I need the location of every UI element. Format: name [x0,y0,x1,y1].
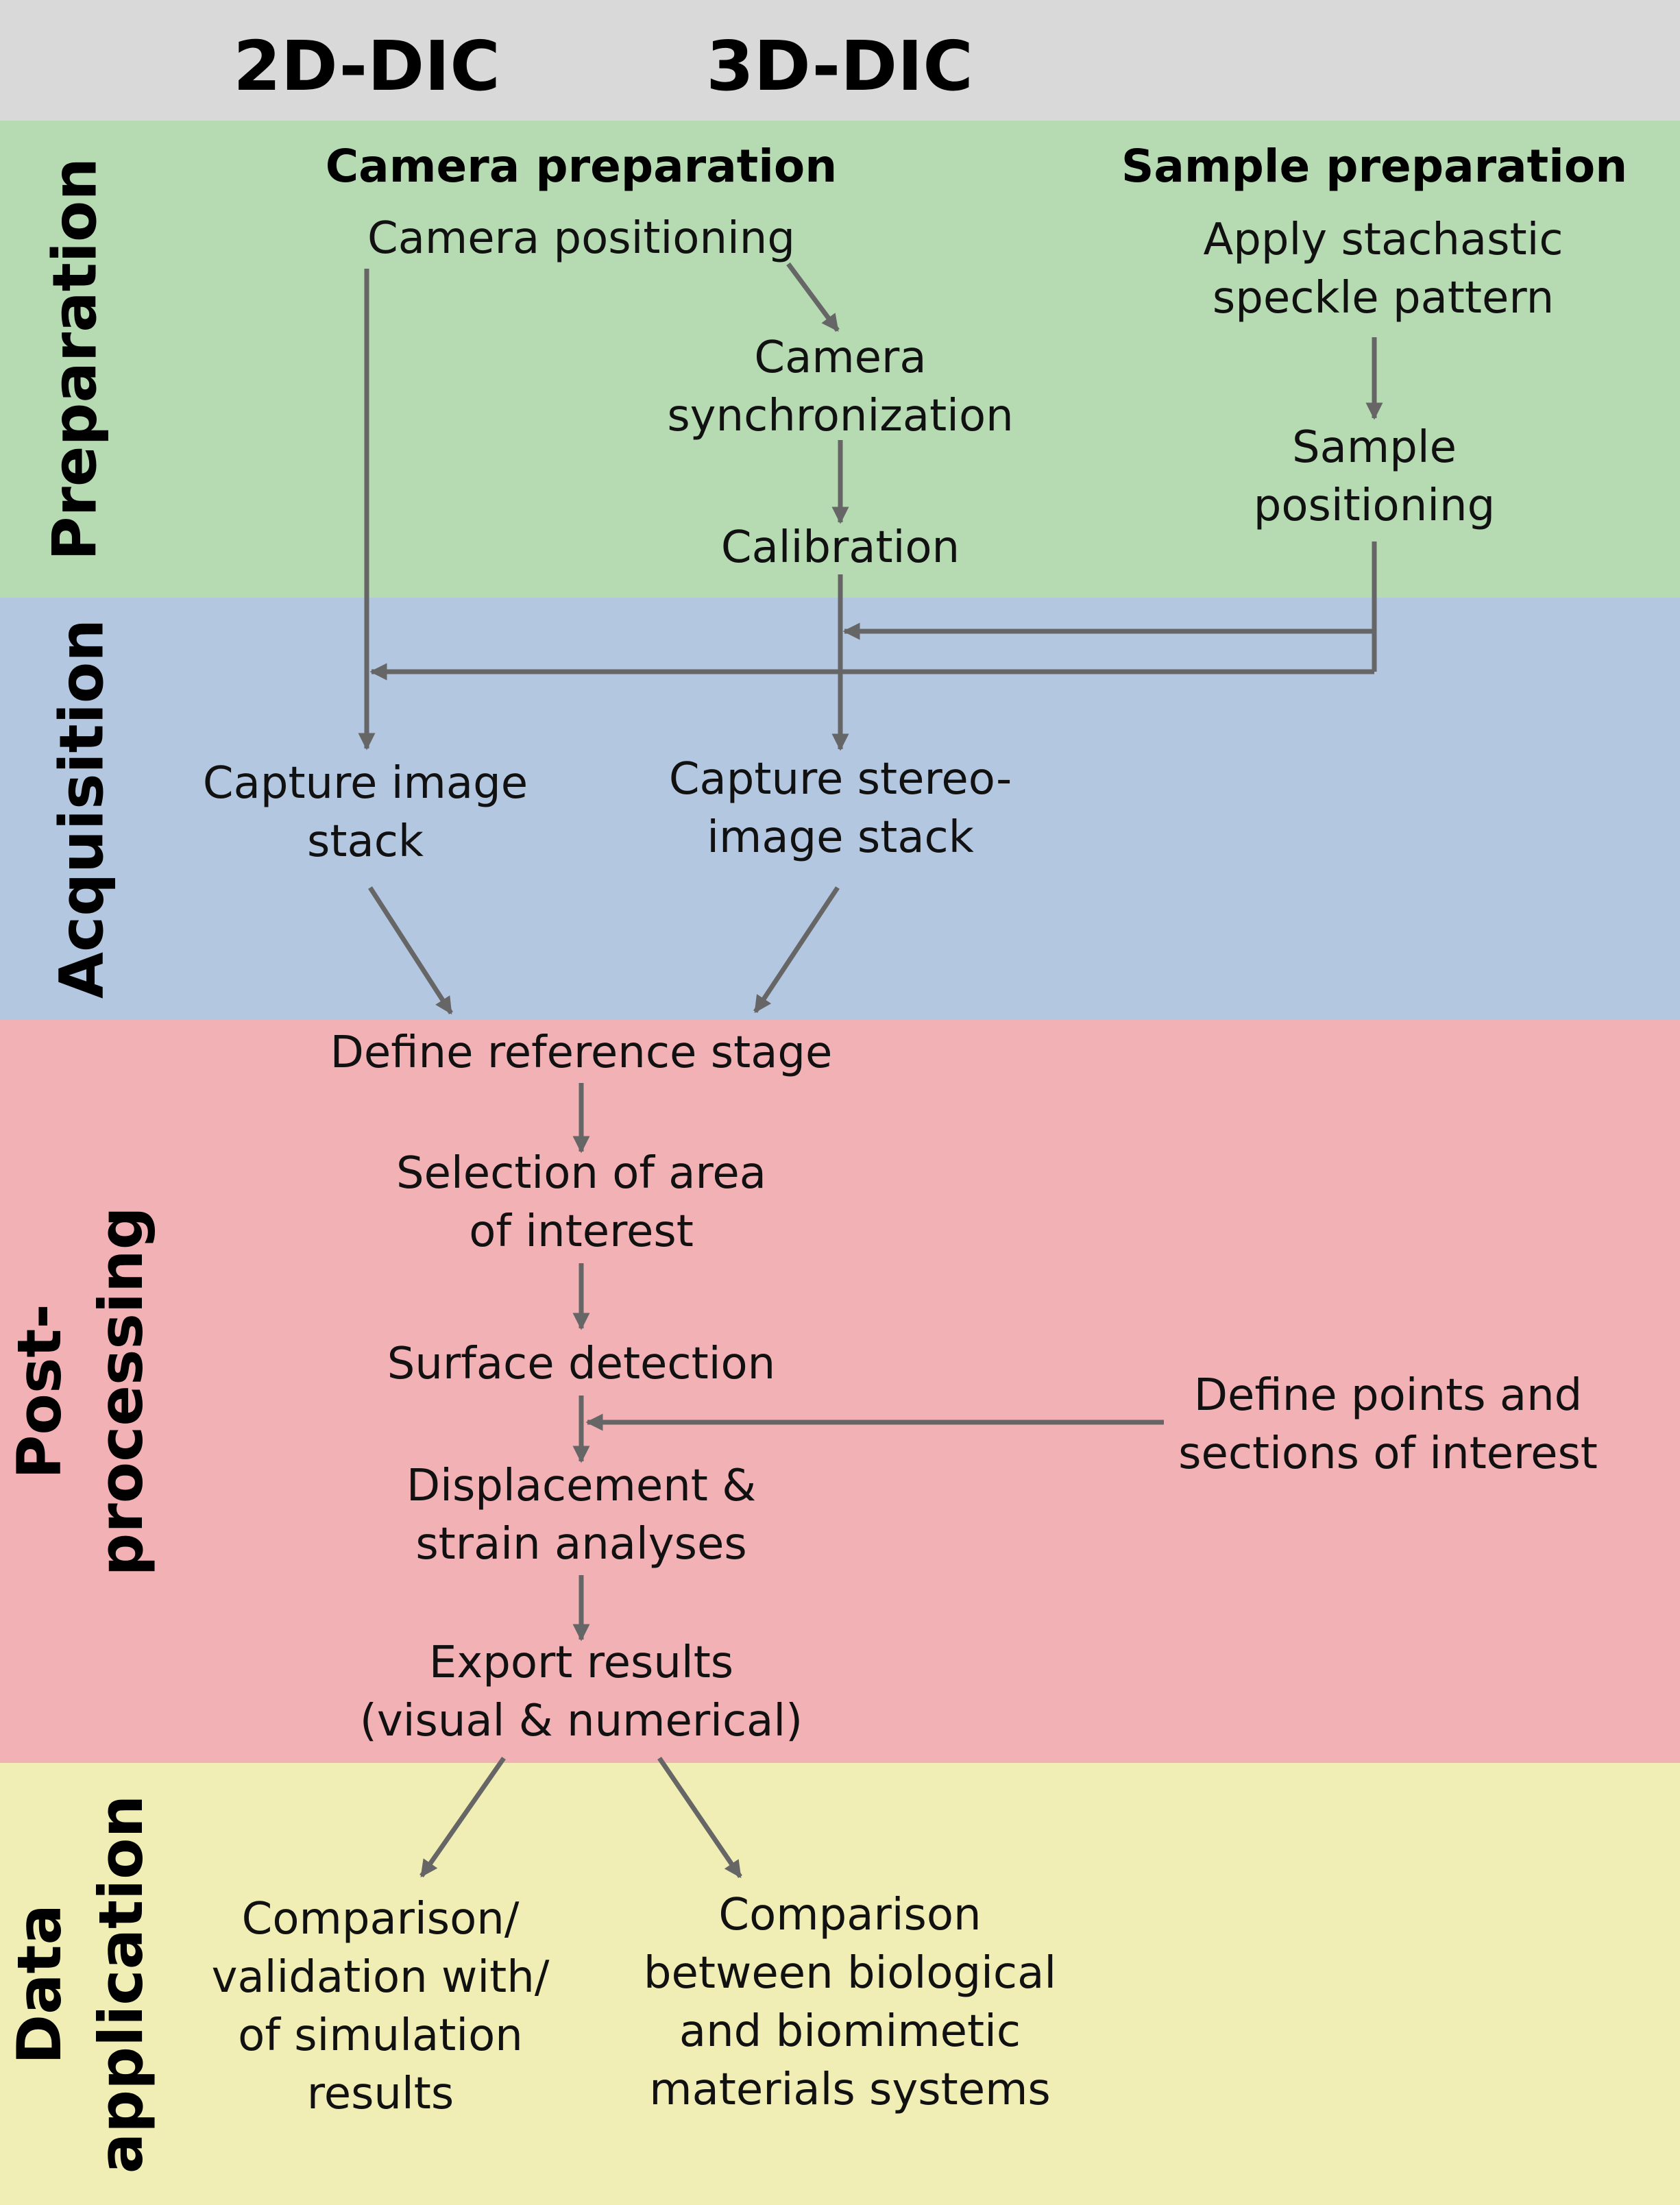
simulation-line4: results [306,2069,454,2119]
camera-sync-line2: synchronization [667,391,1014,441]
header-2d-dic: 2D-DIC [233,26,500,106]
arrow-capture-image-to-reference [368,886,453,1015]
biological-comparison-node: Comparison between biological and biomim… [644,1886,1056,2119]
displacement-line2: strain analyses [415,1519,747,1570]
biological-line1: Comparison [718,1890,982,1940]
simulation-line1: Comparison/ [241,1894,520,1945]
arrow-export-to-simulation [419,1756,506,1878]
export-line2: (visual & numerical) [359,1696,803,1746]
speckle-pattern-node: Apply stachastic speckle pattern [1203,211,1563,328]
header-3d-dic: 3D-DIC [706,26,973,106]
export-results-node: Export results (visual & numerical) [360,1634,803,1751]
points-line1: Define points and [1193,1370,1583,1421]
arrow-camera-pos-to-sync [786,262,840,332]
capture-stereo-line2: image stack [707,812,974,863]
sample-pos-line2: positioning [1253,480,1496,531]
displacement-line1: Displacement & [406,1461,757,1511]
points-line2: sections of interest [1178,1428,1598,1479]
camera-positioning-text: Camera positioning [367,213,795,264]
calibration-text: Calibration [720,522,960,573]
define-reference-stage-node: Define reference stage [330,1024,833,1082]
simulation-line2: validation with/ [211,1952,550,2003]
capture-stereo-line1: Capture stereo- [668,754,1012,805]
define-reference-text: Define reference stage [330,1027,833,1078]
camera-preparation-heading: Camera preparation [325,140,838,193]
capture-stereo-image-stack-node: Capture stereo- image stack [669,751,1012,867]
sample-pos-line1: Sample [1292,422,1457,473]
capture-image-line1: Capture image [202,758,528,809]
define-points-sections-node: Define points and sections of interest [1178,1367,1598,1483]
header-band [0,0,1680,121]
biological-line3: and biomimetic [679,2006,1021,2057]
arrow-capture-stereo-to-reference [753,886,840,1014]
camera-positioning-node: Camera positioning [367,210,795,268]
camera-synchronization-node: Camera synchronization [667,329,1013,446]
biological-line4: materials systems [649,2064,1051,2115]
capture-image-line2: stack [307,816,424,867]
surface-detection-node: Surface detection [387,1335,775,1393]
postprocessing-band [0,1020,1680,1763]
biological-line2: between biological [643,1948,1057,1999]
speckle-line2: speckle pattern [1212,273,1555,324]
camera-sync-line1: Camera [754,332,927,383]
displacement-strain-node: Displacement & strain analyses [406,1457,756,1574]
data-application-band [0,1763,1680,2205]
aoi-line2: of interest [469,1206,694,1257]
speckle-line1: Apply stachastic [1203,215,1563,265]
surface-detection-text: Surface detection [387,1339,776,1389]
calibration-node: Calibration [721,519,960,577]
aoi-line1: Selection of area [395,1148,767,1199]
arrow-export-to-biological [657,1757,742,1879]
simulation-comparison-node: Comparison/ validation with/ of simulati… [212,1890,550,2123]
export-line1: Export results [428,1637,734,1688]
selection-area-of-interest-node: Selection of area of interest [396,1145,766,1261]
sample-positioning-node: Sample positioning [1254,419,1495,535]
sample-preparation-heading: Sample preparation [1121,140,1628,193]
simulation-line3: of simulation [238,2010,523,2061]
capture-image-stack-node: Capture image stack [203,755,528,871]
